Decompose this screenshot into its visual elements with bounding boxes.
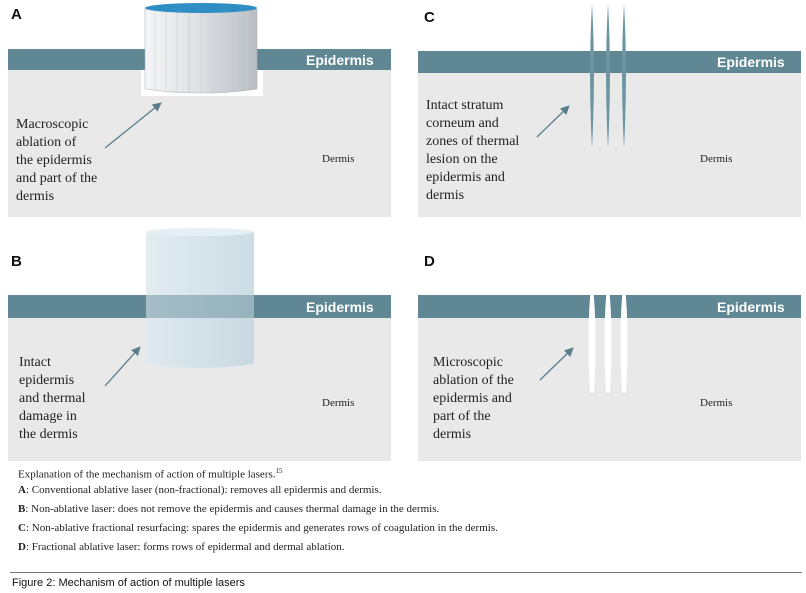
- caption-item-b: B: Non-ablative laser: does not remove t…: [18, 500, 798, 519]
- caption-item-a-key: A: [18, 484, 26, 496]
- caption-item-c: C: Non-ablative fractional resurfacing: …: [18, 519, 798, 538]
- caption-item-d-text: : Fractional ablative laser: forms rows …: [25, 541, 345, 553]
- panel-d-epidermis-label: Epidermis: [717, 299, 785, 315]
- panel-c-column-1: [590, 3, 594, 148]
- panel-b-dermis-label: Dermis: [322, 397, 355, 409]
- caption-item-b-key: B: [18, 503, 26, 515]
- caption-intro-text: Explanation of the mechanism of action o…: [18, 468, 276, 481]
- diagram-illustrations: [104, 3, 628, 393]
- caption-item-c-text: : Non-ablative fractional resurfacing: s…: [25, 522, 498, 534]
- caption-item-b-text: : Non-ablative laser: does not remove th…: [25, 503, 440, 515]
- panel-d-arrow: [539, 347, 574, 381]
- panel-a-epidermis-label: Epidermis: [306, 52, 374, 68]
- caption-divider: [10, 572, 802, 573]
- panel-b-description: Intact epidermis and thermal damage in t…: [19, 355, 86, 442]
- panel-d-dermis-label: Dermis: [700, 397, 733, 409]
- panel-c-letter: C: [424, 9, 435, 26]
- panel-c-dermis-label: Dermis: [700, 153, 733, 165]
- caption-item-d-key: D: [18, 541, 26, 553]
- panel-a-letter: A: [11, 6, 22, 23]
- panel-b-arrow: [104, 346, 141, 387]
- panel-c-column-3: [622, 3, 626, 148]
- figure-caption: Explanation of the mechanism of action o…: [18, 462, 798, 557]
- panel-d-column-3: [620, 275, 628, 393]
- panel-b-letter: B: [11, 253, 22, 270]
- caption-item-a: A: Conventional ablative laser (non-frac…: [18, 481, 798, 500]
- panel-d-column-1: [588, 275, 596, 393]
- caption-item-a-text: : Conventional ablative laser (non-fract…: [25, 484, 382, 496]
- panel-c-description: Intact stratum corneum and zones of ther…: [426, 98, 520, 203]
- panel-b-epidermis-label: Epidermis: [306, 299, 374, 315]
- panel-a-description: Macroscopic ablation of the epidermis an…: [16, 117, 98, 204]
- panel-d-description: Microscopic ablation of the epidermis an…: [433, 355, 514, 442]
- panel-d-ablation-columns: [588, 275, 628, 393]
- panel-a-arrow: [104, 102, 162, 149]
- panel-d-letter: D: [424, 253, 435, 270]
- caption-reference: 15: [275, 467, 283, 475]
- panel-c-thermal-columns: [590, 3, 626, 148]
- caption-item-d: D: Fractional ablative laser: forms rows…: [18, 538, 798, 557]
- panel-d-column-2: [604, 275, 612, 393]
- figure-title: Figure 2: Mechanism of action of multipl…: [12, 577, 245, 589]
- caption-intro: Explanation of the mechanism of action o…: [18, 462, 798, 481]
- panel-c-epidermis-label: Epidermis: [717, 54, 785, 70]
- panel-c-column-2: [606, 3, 610, 148]
- caption-item-c-key: C: [18, 522, 26, 534]
- panel-a-ablation-cylinder: [141, 3, 263, 96]
- panel-c-arrow: [536, 105, 570, 138]
- panel-b-thermal-cylinder: [146, 228, 254, 368]
- panel-a-dermis-label: Dermis: [322, 153, 355, 165]
